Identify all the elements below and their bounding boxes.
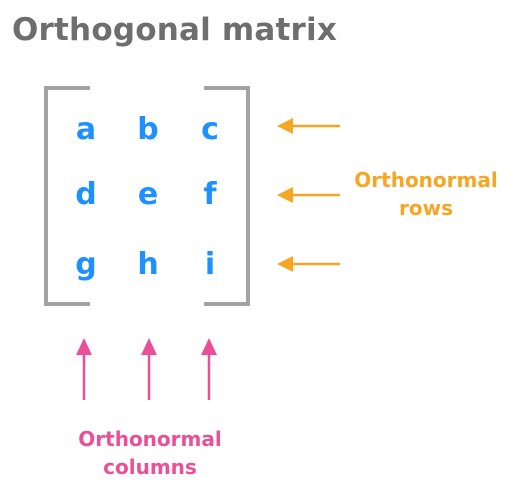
orthonormal-rows-label: Orthonormal rows [346,166,506,222]
diagram-title: Orthogonal matrix [12,12,338,48]
matrix-entry-b: b [137,112,159,147]
row-2-arrow [277,187,340,203]
matrix-left-bracket [44,86,90,306]
columns-label-line2: columns [103,455,197,479]
matrix-entry-d: d [75,177,97,212]
matrix-entry-g: g [75,247,97,282]
column-3-arrow [201,338,217,400]
orthonormal-columns-label: Orthonormal columns [60,425,240,481]
matrix-entry-c: c [201,112,219,147]
rows-label-line1: Orthonormal [354,168,498,192]
row-3-arrow [277,256,340,272]
column-1-arrow [76,338,92,400]
columns-label-line1: Orthonormal [78,427,222,451]
matrix-entry-a: a [75,112,97,147]
matrix-right-bracket [204,86,250,306]
matrix-entry-e: e [137,177,159,212]
matrix-entry-i: i [204,247,216,282]
column-2-arrow [141,338,157,400]
row-1-arrow [277,118,340,134]
rows-label-line2: rows [399,196,453,220]
matrix-entry-h: h [137,247,159,282]
matrix-entry-f: f [203,177,217,212]
